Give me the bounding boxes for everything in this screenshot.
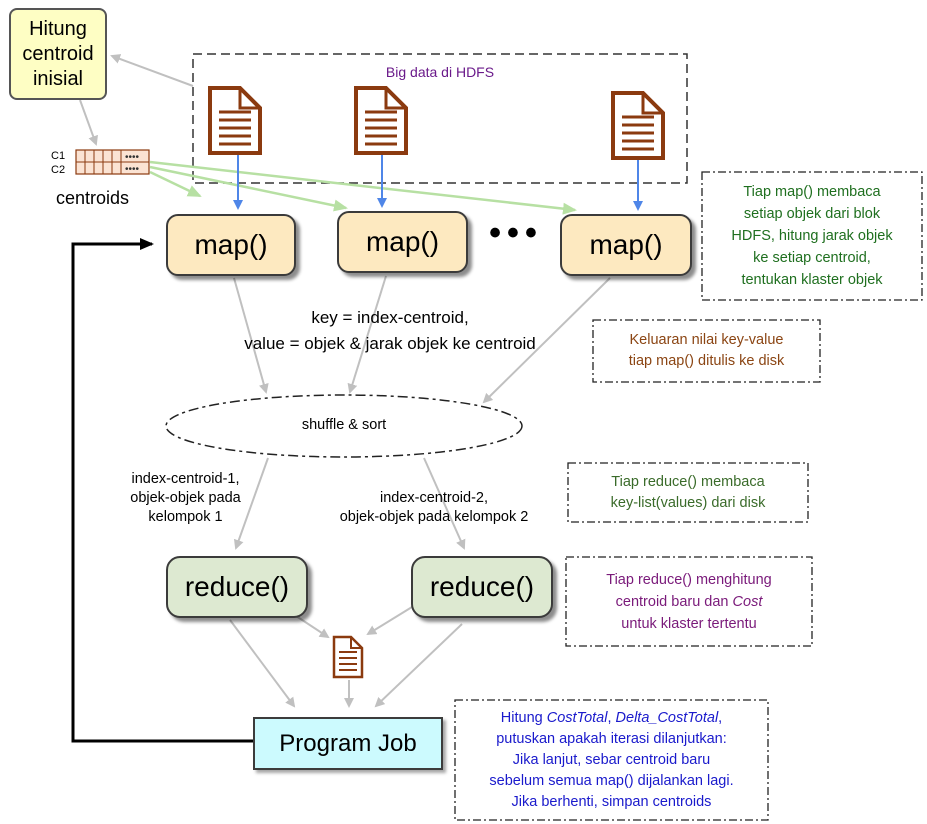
document-icon (611, 91, 665, 160)
arrow-centroids-map3 (149, 160, 577, 215)
centroids-label: centroids (56, 188, 130, 208)
shuffle-label: shuffle & sort (301, 417, 387, 433)
job-note-text: , (607, 709, 616, 726)
init-label-1: Hitung (29, 17, 87, 40)
map-node-1: map() (166, 214, 296, 276)
job-note-box (454, 699, 769, 821)
arrow-shuffle-reduce2 (423, 457, 466, 550)
job-note-line: sebelum semua map() dijalankan lagi. (489, 772, 734, 789)
reduce-calc-note: Tiap reduce() menghitung centroid baru d… (566, 557, 812, 646)
reduce-node-1: reduce() (166, 556, 308, 618)
arrow-map3-shuffle (482, 277, 611, 404)
reduce-label: reduce() (184, 571, 290, 602)
map-note-line: tentukan klaster objek (741, 272, 883, 288)
init-label-3: inisial (32, 67, 84, 90)
init-centroid-node: Hitung centroid inisial (9, 8, 107, 100)
map-node-2: map() (337, 211, 468, 273)
delta-costtotal-emphasis: Delta_CostTotal (615, 709, 719, 726)
arrow-init-to-centroids (79, 99, 98, 146)
job-note-line: Jika berhenti, simpan centroids (511, 793, 712, 810)
map-note-line: setiap objek dari blok (743, 206, 881, 222)
group1-line3: kelompok 1 (148, 509, 223, 525)
map-note: Tiap map() membaca setiap objek dari blo… (702, 172, 922, 300)
disk-note-line: tiap map() ditulis ke disk (628, 353, 785, 369)
reduce-read-note-box (567, 462, 809, 523)
group2-line1: index-centroid-2, (380, 490, 488, 506)
centroid-c2-label: C2 (51, 164, 66, 176)
map-label: map() (589, 229, 663, 260)
program-job-node: Program Job (253, 717, 443, 770)
reduce-read-note-line: key-list(values) dari disk (610, 494, 766, 511)
document-icon (354, 86, 408, 155)
arrow-shuffle-reduce1 (233, 457, 269, 550)
disk-note-line: Keluaran nilai key-value (629, 332, 784, 348)
costtotal-emphasis: CostTotal (546, 709, 608, 726)
group2-label: index-centroid-2, objek-objek pada kelom… (298, 489, 570, 527)
map-output-line2: value = objek & jarak objek ke centroid (244, 334, 536, 353)
arrow-centroids-map2 (149, 165, 348, 212)
feedback-loop-arrow (71, 238, 253, 743)
group1-line1: index-centroid-1, (131, 471, 240, 487)
group1-line2: objek-objek pada (130, 490, 241, 506)
job-note-text: , (718, 709, 723, 726)
job-note: Hitung CostTotal, Delta_CostTotal, putus… (455, 700, 768, 820)
reduce-label: reduce() (429, 571, 535, 602)
centroid-c1-label: C1 (51, 150, 66, 162)
reduce-calc-text: centroid baru dan (615, 593, 733, 610)
disk-note: Keluaran nilai key-value tiap map() ditu… (593, 320, 820, 382)
init-label-2: centroid (22, 42, 94, 65)
shuffle-ellipse (165, 394, 523, 458)
centroid-table-icon: •••• •••• (75, 149, 150, 175)
hdfs-box (192, 53, 688, 184)
reduce-calc-note-box (565, 556, 813, 647)
arrow-hdfs-to-init (110, 54, 194, 87)
map-note-line: ke setiap centroid, (753, 250, 871, 266)
reduce-node-2: reduce() (411, 556, 553, 618)
svg-text:••••: •••• (125, 152, 140, 163)
group1-label: index-centroid-1, objek-objek pada kelom… (98, 470, 273, 527)
reduce-read-note: Tiap reduce() membaca key-list(values) d… (568, 463, 808, 522)
arrow-reduce2-doc (366, 606, 413, 636)
map-output-label: key = index-centroid, value = objek & ja… (180, 305, 600, 357)
ellipsis-dots: ••• (489, 214, 543, 252)
arrow-centroids-map1 (149, 170, 202, 198)
output-document-icon (332, 635, 364, 679)
document-icon (208, 86, 262, 155)
arrow-map1-shuffle (233, 277, 269, 394)
job-note-line: putuskan apakah iterasi dilanjutkan: (496, 730, 727, 747)
arrow-reduce1-job (229, 619, 296, 708)
map-note-line: HDFS, hitung jarak objek (731, 228, 893, 244)
arrow-map2-shuffle (347, 275, 387, 394)
map-node-3: map() (560, 214, 692, 276)
map-note-box (701, 171, 923, 301)
job-note-line: Jika lanjut, sebar centroid baru (512, 751, 711, 768)
svg-text:••••: •••• (125, 164, 140, 175)
group2-line2: objek-objek pada kelompok 2 (339, 509, 529, 525)
map-label: map() (194, 229, 268, 260)
map-output-line1: key = index-centroid, (311, 308, 469, 327)
map-note-line: Tiap map() membaca (743, 184, 881, 200)
job-note-text: Hitung (500, 709, 547, 726)
reduce-calc-note-line: centroid baru dan Cost (566, 591, 812, 613)
reduce-calc-note-line: Tiap reduce() menghitung (606, 571, 772, 588)
disk-note-box (592, 319, 821, 383)
program-job-label: Program Job (279, 729, 417, 757)
cost-emphasis: Cost (732, 593, 763, 610)
arrow-reduce2-job (374, 623, 463, 708)
map-label: map() (365, 226, 440, 257)
reduce-read-note-line: Tiap reduce() membaca (611, 473, 765, 490)
reduce-calc-note-line: untuk klaster tertentu (621, 615, 757, 632)
hdfs-title: Big data di HDFS (385, 64, 495, 80)
job-note-line: Hitung CostTotal, Delta_CostTotal, (455, 708, 768, 729)
